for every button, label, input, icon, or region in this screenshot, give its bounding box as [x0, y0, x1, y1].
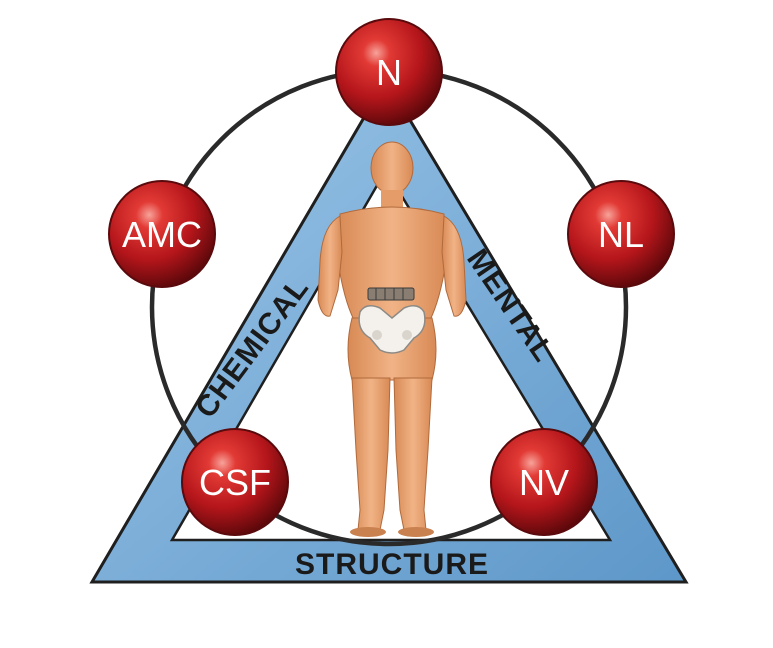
- node-label: NL: [598, 214, 644, 255]
- pelvis-icon: [358, 305, 426, 354]
- side-label-structure: STRUCTURE: [295, 548, 489, 581]
- node-amc: AMC: [108, 180, 216, 288]
- node-label: N: [376, 52, 402, 93]
- node-csf: CSF: [181, 428, 289, 536]
- node-label: AMC: [122, 214, 202, 255]
- spine-icon: [367, 287, 415, 301]
- node-n: N: [335, 18, 443, 126]
- node-label: NV: [519, 462, 569, 503]
- node-nv: NV: [490, 428, 598, 536]
- node-nl: NL: [567, 180, 675, 288]
- node-label: CSF: [199, 462, 271, 503]
- human-figure-icon: [317, 141, 467, 537]
